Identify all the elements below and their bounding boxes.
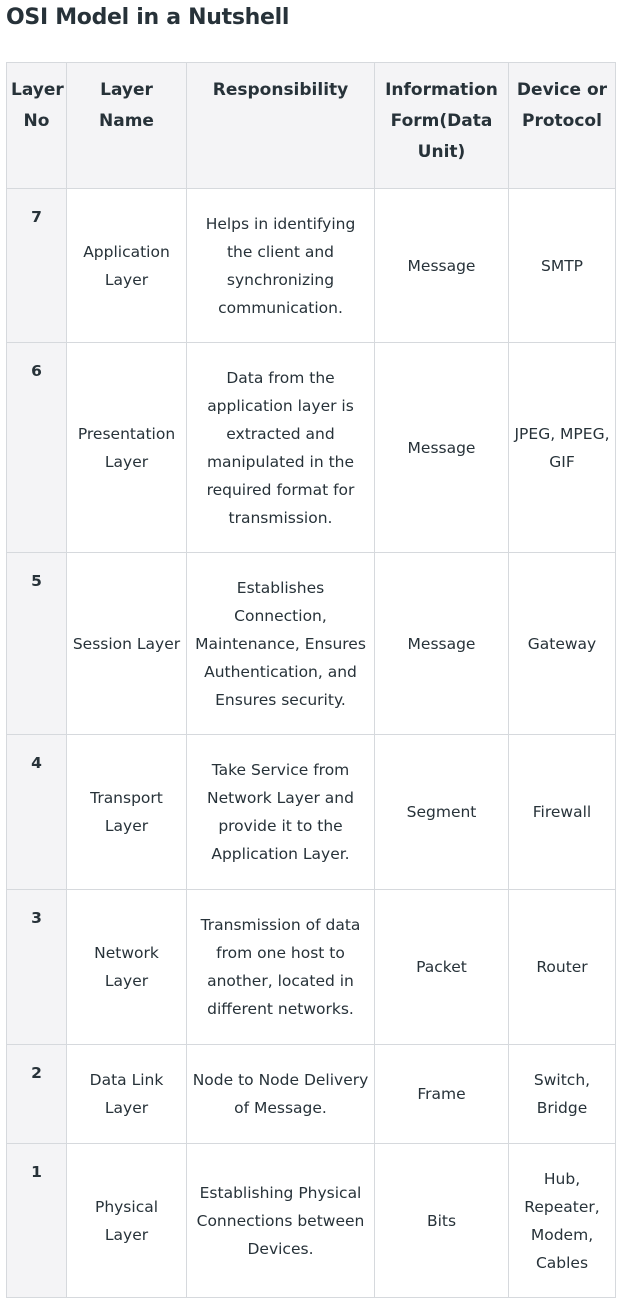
device-protocol-cell: Switch, Bridge [508, 1044, 616, 1144]
table-row: 3 Network Layer Transmission of data fro… [6, 889, 616, 1045]
responsibility-cell: Node to Node Delivery of Message. [186, 1044, 375, 1144]
table-row: 4 Transport Layer Take Service from Netw… [6, 734, 616, 890]
layer-no-cell: 2 [6, 1044, 67, 1144]
device-protocol-cell: Gateway [508, 552, 616, 735]
information-form-cell: Message [374, 342, 509, 553]
layer-name-cell: Presentation Layer [66, 342, 187, 553]
responsibility-cell: Establishing Physical Connections betwee… [186, 1143, 375, 1298]
device-protocol-cell: Router [508, 889, 616, 1045]
information-form-cell: Segment [374, 734, 509, 890]
device-protocol-cell: Firewall [508, 734, 616, 890]
table-row: 2 Data Link Layer Node to Node Delivery … [6, 1044, 616, 1144]
device-protocol-cell: SMTP [508, 188, 616, 343]
header-device-protocol: Device or Protocol [508, 62, 616, 189]
osi-table: Layer No Layer Name Responsibility Infor… [6, 62, 616, 1298]
table-row: 6 Presentation Layer Data from the appli… [6, 342, 616, 553]
responsibility-cell: Helps in identifying the client and sync… [186, 188, 375, 343]
responsibility-cell: Take Service from Network Layer and prov… [186, 734, 375, 890]
device-protocol-cell: Hub, Repeater, Modem, Cables [508, 1143, 616, 1298]
header-responsibility: Responsibility [186, 62, 375, 189]
layer-name-cell: Physical Layer [66, 1143, 187, 1298]
layer-no-cell: 3 [6, 889, 67, 1045]
page-title: OSI Model in a Nutshell [6, 5, 290, 30]
layer-name-cell: Transport Layer [66, 734, 187, 890]
table-row: 7 Application Layer Helps in identifying… [6, 188, 616, 343]
information-form-cell: Packet [374, 889, 509, 1045]
header-layer-name: Layer Name [66, 62, 187, 189]
layer-no-cell: 1 [6, 1143, 67, 1298]
layer-no-cell: 6 [6, 342, 67, 553]
layer-name-cell: Application Layer [66, 188, 187, 343]
responsibility-cell: Transmission of data from one host to an… [186, 889, 375, 1045]
layer-no-cell: 7 [6, 188, 67, 343]
information-form-cell: Message [374, 552, 509, 735]
responsibility-cell: Establishes Connection, Maintenance, Ens… [186, 552, 375, 735]
device-protocol-cell: JPEG, MPEG, GIF [508, 342, 616, 553]
information-form-cell: Bits [374, 1143, 509, 1298]
information-form-cell: Frame [374, 1044, 509, 1144]
header-layer-no: Layer No [6, 62, 67, 189]
responsibility-cell: Data from the application layer is extra… [186, 342, 375, 553]
layer-no-cell: 5 [6, 552, 67, 735]
table-row: 1 Physical Layer Establishing Physical C… [6, 1143, 616, 1298]
information-form-cell: Message [374, 188, 509, 343]
layer-no-cell: 4 [6, 734, 67, 890]
layer-name-cell: Session Layer [66, 552, 187, 735]
layer-name-cell: Network Layer [66, 889, 187, 1045]
table-row: 5 Session Layer Establishes Connection, … [6, 552, 616, 735]
header-information-form: Information Form(Data Unit) [374, 62, 509, 189]
table-header-row: Layer No Layer Name Responsibility Infor… [6, 62, 616, 189]
layer-name-cell: Data Link Layer [66, 1044, 187, 1144]
